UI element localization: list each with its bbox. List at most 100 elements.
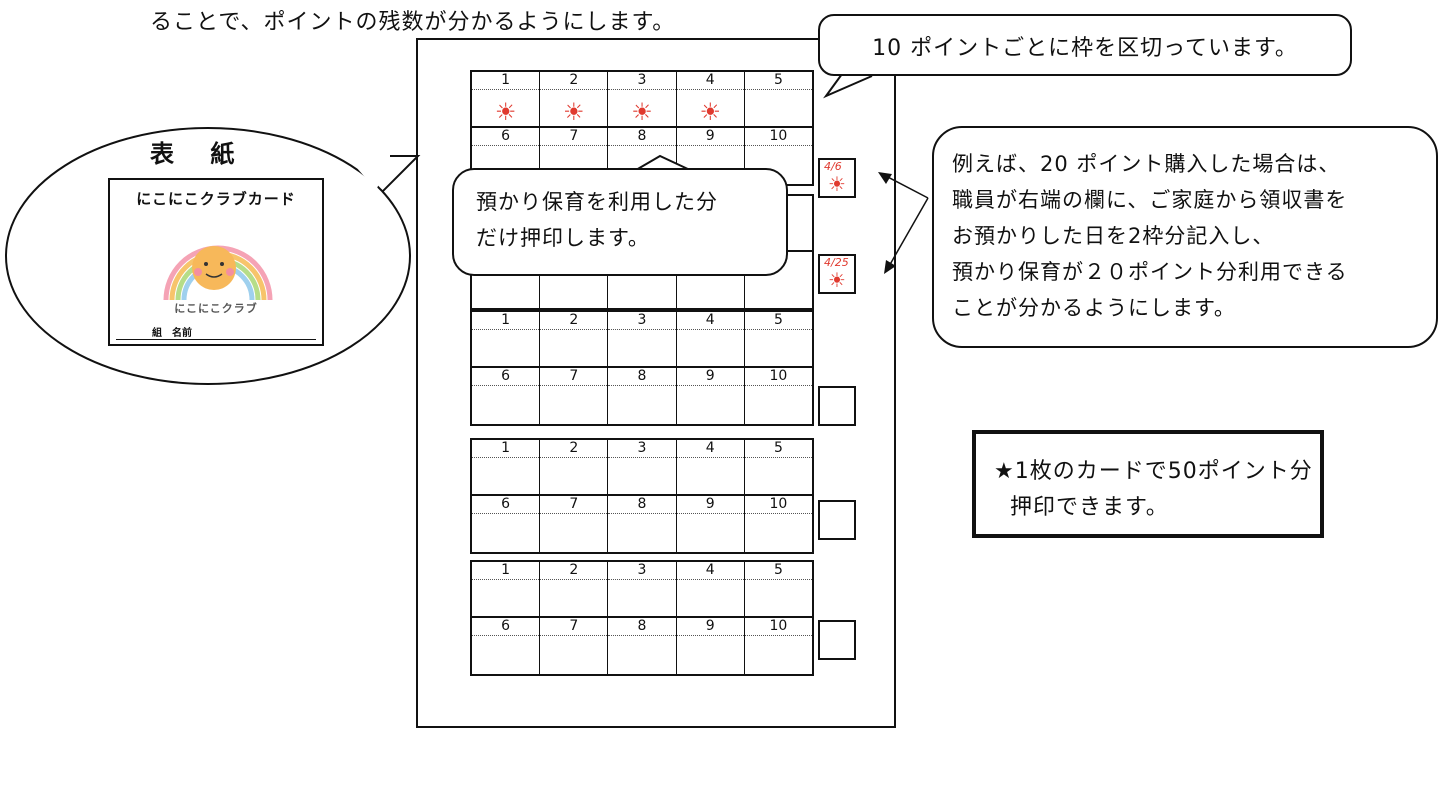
stamp-row: 1☀2☀3☀4☀5 [470, 70, 814, 128]
stamp-cell: 3 [608, 562, 677, 618]
stamp-cell: 9 [676, 128, 745, 184]
stamp-cell [677, 252, 745, 308]
sun-stamp-icon: ☀ [699, 98, 721, 126]
cell-number: 7 [540, 618, 608, 636]
stamp-cell: 7 [540, 128, 609, 184]
callout-middle-line: だけ押印します。 [476, 226, 650, 250]
cell-number: 10 [744, 128, 813, 146]
stamp-cell [472, 252, 541, 308]
callout-top: 10 ポイントごとに枠を区切っています。 [818, 14, 1352, 76]
cell-number: 5 [744, 72, 813, 90]
stamp-cell: 8 [608, 128, 677, 184]
sun-stamp-icon: ☀ [828, 172, 846, 196]
cell-number: 5 [744, 562, 813, 580]
side-date-box [818, 386, 856, 426]
cell-number: 7 [540, 368, 608, 386]
callout-right-line: ことが分かるようにします。 [952, 296, 1236, 320]
cell-number: 8 [608, 368, 676, 386]
stamp-cell: 6 [472, 496, 541, 552]
cell-number: 7 [540, 496, 608, 514]
cell-number: 7 [540, 128, 608, 146]
stamp-cell: 7 [540, 618, 609, 674]
cell-number: 2 [540, 562, 608, 580]
cell-number: 3 [608, 312, 676, 330]
cell-number: 8 [608, 618, 676, 636]
stamp-cell: 10 [744, 368, 813, 424]
sun-stamp-icon: ☀ [563, 98, 585, 126]
side-date: 4/6 [824, 160, 842, 173]
stamp-cell [540, 252, 609, 308]
cell-number: 9 [676, 368, 744, 386]
stamp-cell: 7 [540, 496, 609, 552]
cover-name-line: 組 名前 [116, 324, 316, 340]
stamp-cell [608, 252, 677, 308]
callout-middle: 預かり保育を利用した分 だけ押印します。 [452, 168, 788, 276]
cell-number: 8 [608, 496, 676, 514]
cell-number: 2 [540, 440, 608, 458]
side-date-box [818, 500, 856, 540]
stamp-cell: 4 [676, 312, 745, 368]
cell-number: 3 [608, 562, 676, 580]
stamp-cell: 5 [744, 562, 813, 618]
cell-number: 3 [608, 440, 676, 458]
cell-number: 1 [472, 72, 540, 90]
callout-pointers [5, 73, 929, 385]
cell-number: 2 [540, 312, 608, 330]
stamp-cell: 6 [472, 368, 541, 424]
stamp-cell: 1 [472, 562, 541, 618]
stamp-cell: 6 [472, 128, 541, 184]
stamp-cell: 1☀ [472, 72, 541, 128]
stamp-cell: 3 [608, 312, 677, 368]
intro-text: ることで、ポイントの残数が分かるようにします。 [150, 10, 676, 35]
stamp-cell: 2☀ [540, 72, 609, 128]
sun-stamp-icon: ☀ [631, 98, 653, 126]
stamp-cell: 2 [540, 312, 609, 368]
cell-number: 9 [676, 128, 744, 146]
callout-right: 例えば、20 ポイント購入した場合は、 職員が右端の欄に、ご家庭から領収書を お… [932, 126, 1438, 348]
cell-number: 4 [676, 440, 744, 458]
notice-line: 押印できます。 [1010, 495, 1169, 520]
side-date: 4/25 [824, 256, 849, 269]
cell-number: 4 [676, 312, 744, 330]
cell-number: 5 [744, 440, 813, 458]
stamp-cell: 1 [472, 440, 541, 496]
callout-right-line: 職員が右端の欄に、ご家庭から領収書を [952, 188, 1348, 212]
stamp-cell: 3☀ [608, 72, 677, 128]
callout-right-line: 預かり保育が２０ポイント分利用できる [952, 260, 1348, 284]
sun-stamp-icon: ☀ [828, 268, 846, 292]
cell-number: 9 [676, 496, 744, 514]
callout-right-line: お預かりした日を2枠分記入し、 [952, 224, 1275, 248]
cell-number: 10 [744, 368, 813, 386]
stamp-cell: 6 [472, 618, 541, 674]
stamp-cell: 8 [608, 496, 677, 552]
stamp-cell: 5 [744, 72, 813, 128]
side-date-box: 4/6☀ [818, 158, 856, 198]
stamp-cell: 10 [744, 496, 813, 552]
cell-number: 6 [472, 618, 540, 636]
cover-card-image: にこにこクラブカード にこにこクラブ 組 名前 [108, 178, 324, 346]
cover-card-title: にこにこクラブカード [136, 190, 296, 208]
cell-number: 2 [540, 72, 608, 90]
notice-line: ★1枚のカードで50ポイント分 [994, 459, 1313, 484]
cell-number: 6 [472, 368, 540, 386]
stamp-cell: 4 [676, 562, 745, 618]
sun-stamp-icon: ☀ [494, 98, 517, 126]
side-date-box: 4/25☀ [818, 254, 856, 294]
cell-number: 3 [608, 72, 676, 90]
cell-number: 1 [472, 562, 540, 580]
cell-number: 5 [744, 312, 813, 330]
cell-number: 1 [472, 312, 540, 330]
cell-number: 1 [472, 440, 540, 458]
cover-title: 表 紙 [150, 140, 249, 168]
